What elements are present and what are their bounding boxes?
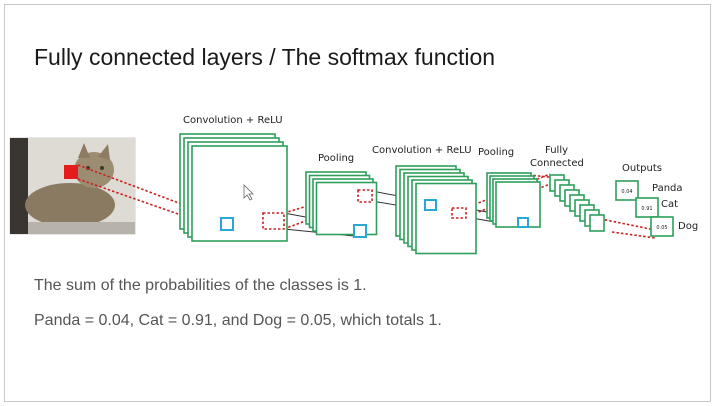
fc-label-line2: Connected	[530, 158, 584, 169]
conv2-label: Convolution + ReLU	[372, 145, 472, 156]
pool2-label: Pooling	[478, 147, 514, 158]
pool2-stack	[487, 173, 540, 227]
input-image	[10, 138, 135, 234]
conv2-pool-region	[452, 208, 466, 218]
conv1-kernel-box	[221, 218, 233, 230]
conv1-label: Convolution + ReLU	[183, 115, 283, 126]
pool1-unit-box	[354, 225, 366, 237]
pool2-unit-box	[518, 218, 528, 227]
cat-probability: 0.91	[641, 206, 652, 212]
conv2-kernel-box	[425, 200, 436, 210]
dog-label: Dog	[678, 221, 698, 232]
dog-probability: 0.05	[656, 225, 667, 231]
body-text-sum: The sum of the probabilities of the clas…	[34, 277, 367, 295]
fc-label-line1: Fully	[545, 145, 568, 156]
conv2-stack-frame	[416, 184, 476, 254]
cat-label: Cat	[661, 199, 678, 210]
pool1-region	[358, 190, 372, 202]
input-highlight-patch	[64, 165, 78, 179]
body-text-values: Panda = 0.04, Cat = 0.91, and Dog = 0.05…	[34, 312, 442, 330]
panda-label: Panda	[652, 183, 683, 194]
outputs-label: Outputs	[622, 163, 662, 174]
conv1-pool-region	[263, 213, 284, 229]
fc-stack-frame	[590, 215, 604, 231]
panda-probability: 0.04	[621, 189, 632, 195]
pool1-label: Pooling	[318, 153, 354, 164]
fc-stack	[550, 175, 604, 231]
